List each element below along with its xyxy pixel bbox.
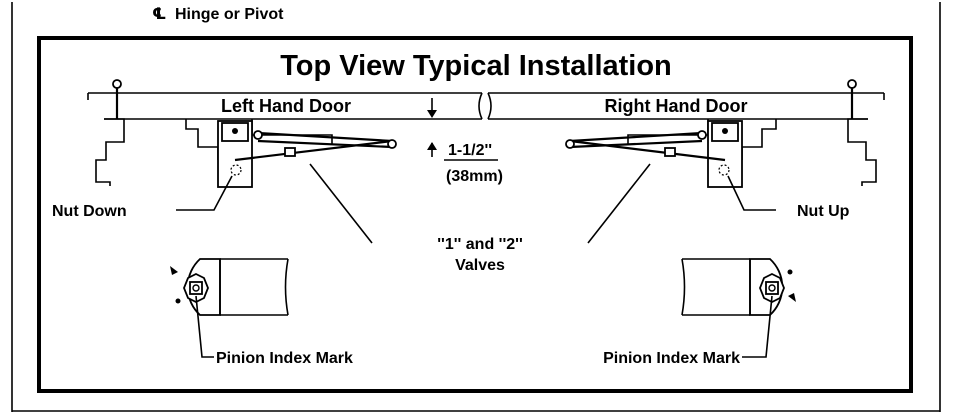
left-pinion-leader	[195, 295, 214, 358]
left-pivot-knob	[112, 79, 122, 89]
right-arm-lower	[569, 139, 726, 162]
right-door-label: Right Hand Door	[605, 96, 748, 116]
valves-leader-right	[587, 163, 651, 244]
left-pinion-detail	[170, 258, 289, 358]
header-hinge-pivot: Hinge or Pivot	[175, 6, 284, 23]
diagram-title: Top View Typical Installation	[280, 50, 672, 82]
right-jamb	[847, 118, 877, 186]
left-nut	[230, 164, 242, 176]
left-jamb	[95, 118, 125, 186]
right-pivot-knob	[847, 79, 857, 89]
nut-down-label: Nut Down	[52, 203, 127, 220]
right-pinion-detail	[681, 258, 796, 358]
valves-label-line2: Valves	[455, 257, 505, 274]
dimension-metric: (38mm)	[446, 168, 503, 185]
left-door-label: Left Hand Door	[221, 96, 351, 116]
nut-down-leader	[176, 175, 233, 211]
valves-label-line1: ''1'' and ''2''	[437, 236, 523, 253]
dimension-imperial: 1-1/2''	[448, 142, 492, 159]
right-pinion-top	[722, 128, 728, 134]
dimension-arrow-down	[427, 110, 437, 118]
dimension-indicator	[427, 98, 498, 161]
right-arm-upper	[569, 131, 703, 143]
left-valve-block	[284, 147, 296, 157]
valves-leader-left	[309, 163, 373, 244]
header-centerline-symbol: ℄	[152, 6, 166, 23]
left-arm-lower	[234, 139, 393, 162]
right-door-assembly: Right Hand Door	[487, 79, 885, 188]
right-valve-block	[664, 147, 676, 157]
inner-frame	[37, 36, 913, 393]
right-pinion-leader	[742, 295, 773, 358]
right-pinion-label: Pinion Index Mark	[603, 350, 740, 367]
dimension-arrow-up	[427, 142, 437, 150]
nut-up-label: Nut Up	[797, 203, 850, 220]
right-nut	[718, 164, 730, 176]
left-door-assembly: Left Hand Door	[87, 79, 483, 188]
left-pinion-label: Pinion Index Mark	[216, 350, 353, 367]
right-arm-tip	[565, 139, 575, 149]
nut-up-leader	[727, 175, 776, 211]
left-arm-tip	[387, 139, 397, 149]
left-pinion-top	[232, 128, 238, 134]
left-arm-upper	[257, 131, 393, 143]
